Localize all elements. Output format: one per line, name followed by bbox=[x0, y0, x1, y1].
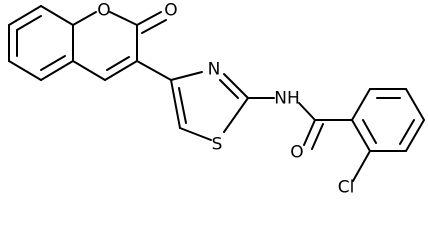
bond-thiazole-c2-n bbox=[223, 73, 249, 99]
bond-thiazole-inner-2 bbox=[219, 79, 239, 99]
bond-amide-co-2 bbox=[311, 123, 324, 150]
bond-c1-c2 bbox=[8, 5, 42, 26]
bond-thiazole-n-c4 bbox=[170, 71, 203, 81]
ring-oxygen-label: O bbox=[97, 0, 111, 21]
bond-nh-carbonyl bbox=[298, 102, 316, 121]
bond-ring-oxygen-right bbox=[109, 11, 138, 26]
bond-aryl-3 bbox=[405, 88, 425, 121]
bond-thiazole-c5-s bbox=[179, 127, 212, 141]
molecule-diagram: O O N NH S O Cl bbox=[8, 0, 425, 198]
bond-aryl-cl bbox=[352, 150, 371, 182]
bond-c4-c5 bbox=[40, 60, 74, 81]
chlorine-label: Cl bbox=[337, 177, 355, 198]
thiazole-sulfur-label: S bbox=[211, 134, 223, 155]
thiazole-nitrogen-label: N bbox=[207, 59, 221, 80]
bond-aryl-6 bbox=[351, 119, 371, 152]
bond-c2-c3 bbox=[40, 5, 74, 26]
bond-lactone-c4-c4a bbox=[72, 60, 106, 81]
bond-amide-co-1 bbox=[303, 119, 316, 146]
bond-thiazole-c4-c5 bbox=[170, 79, 181, 129]
bond-c5-c6 bbox=[8, 60, 42, 81]
bond-thiazole-inner-1 bbox=[178, 87, 187, 124]
lactone-carbonyl-oxygen-label: O bbox=[164, 0, 178, 21]
bond-benzene-inner-1 bbox=[16, 15, 42, 31]
bond-ring-oxygen-left bbox=[72, 11, 97, 26]
bond-aryl-inner-3 bbox=[362, 119, 377, 144]
bond-coumarin-thiazole bbox=[136, 60, 172, 81]
bond-lactone-c3-c4 bbox=[104, 60, 138, 81]
bond-aryl-1 bbox=[351, 88, 371, 121]
bond-carbonyl-2 bbox=[141, 19, 167, 34]
bond-carbonyl-1 bbox=[136, 11, 162, 26]
bond-thiazole-s-c2 bbox=[223, 97, 249, 133]
amide-oxygen-label: O bbox=[290, 142, 304, 163]
amide-nh-label: NH bbox=[274, 88, 300, 109]
bond-lactone-inner bbox=[106, 56, 130, 71]
bond-aryl-4 bbox=[405, 119, 425, 152]
bond-aryl-inner-2 bbox=[399, 119, 415, 145]
chemical-structure bbox=[8, 5, 425, 182]
bond-benzene-inner-2 bbox=[40, 55, 66, 71]
